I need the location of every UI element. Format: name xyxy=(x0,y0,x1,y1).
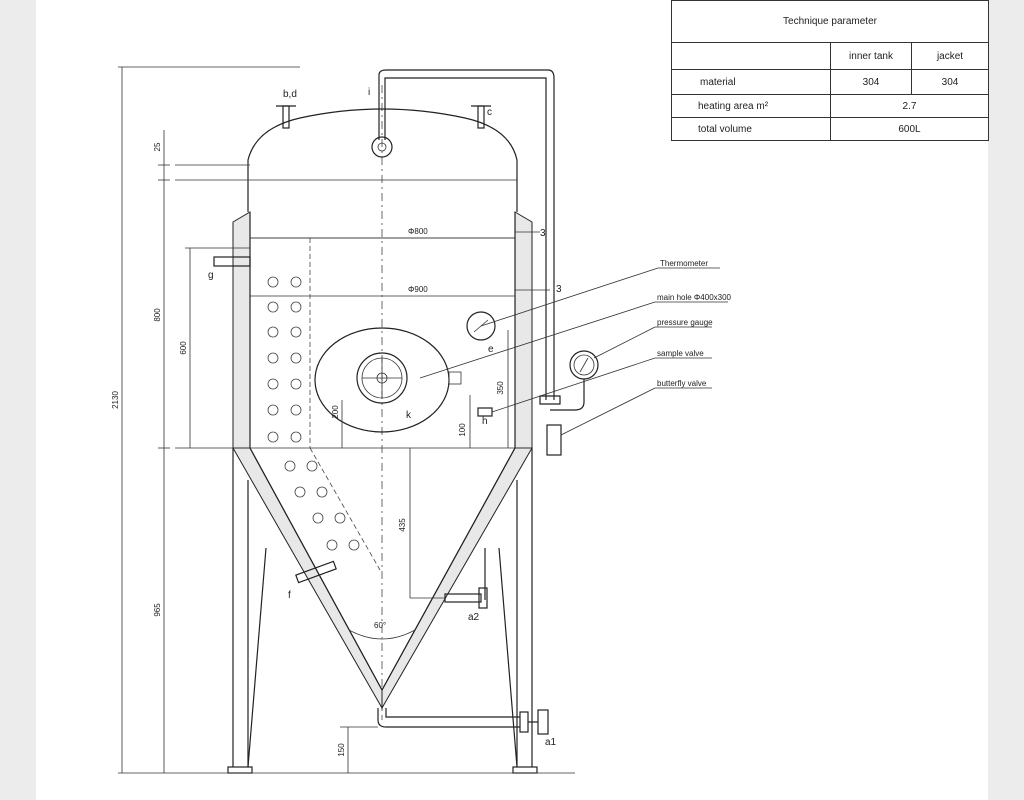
table-row-label: heating area m² xyxy=(671,94,831,118)
manhole-handwheel xyxy=(356,352,408,404)
support-legs xyxy=(227,448,538,774)
table-cell: 304 xyxy=(830,69,912,95)
top-nozzle-bd xyxy=(276,105,296,129)
dim-legs: 150 xyxy=(337,743,346,757)
table-cell: 600L xyxy=(830,117,989,141)
table-cell: 304 xyxy=(911,69,989,95)
dim-d800: Φ800 xyxy=(408,227,428,236)
bottom-outlet-pipe xyxy=(377,708,520,728)
label-g: g xyxy=(208,270,214,281)
callout-leaders xyxy=(419,231,728,436)
nozzle-a2 xyxy=(444,593,482,603)
dim-cone-435: 435 xyxy=(398,518,407,532)
outlet-valve-a1 xyxy=(537,709,549,735)
table-row-label: total volume xyxy=(671,117,831,141)
label-3-top: 3 xyxy=(540,228,546,239)
dim-jacket-inner: 600 xyxy=(179,341,188,355)
label-h: h xyxy=(482,416,488,427)
dim-cone: 965 xyxy=(153,603,162,617)
dim-angle: 60° xyxy=(374,621,386,630)
callout-sample-valve: sample valve xyxy=(657,349,704,358)
inner-shell xyxy=(249,212,516,692)
left-cone-insulation xyxy=(232,447,383,710)
cooling-dimples xyxy=(267,276,360,551)
label-c: c xyxy=(487,107,492,118)
left-insulation xyxy=(232,211,251,449)
callout-butterfly-valve: butterfly valve xyxy=(657,379,707,388)
dim-jacket-height: 800 xyxy=(153,308,162,322)
table-header-blank xyxy=(671,42,831,70)
dome-top xyxy=(247,108,518,180)
sample-valve-h xyxy=(477,407,493,417)
dim-manhole-h: 200 xyxy=(331,405,340,419)
callout-manhole: main hole Φ400x300 xyxy=(657,293,732,302)
dim-overall: 2130 xyxy=(111,391,120,409)
thermometer-fitting xyxy=(466,311,496,341)
table-title: Technique parameter xyxy=(671,0,989,43)
nozzle-g xyxy=(213,256,251,267)
nozzle-f xyxy=(295,560,337,584)
label-e: e xyxy=(488,344,494,355)
label-3-bottom: 3 xyxy=(556,284,562,295)
dimension-lines xyxy=(118,66,515,773)
table-header-inner: inner tank xyxy=(830,42,912,70)
cip-pipe xyxy=(378,69,555,400)
dim-side-350: 350 xyxy=(496,381,505,395)
callout-pressure-gauge: pressure gauge xyxy=(657,318,713,327)
label-a2: a2 xyxy=(468,612,480,623)
top-nozzle-c xyxy=(471,105,491,129)
label-i: i xyxy=(368,87,370,98)
label-bd: b,d xyxy=(283,89,297,100)
table-cell: 2.7 xyxy=(830,94,989,118)
label-k: k xyxy=(406,410,412,421)
label-f: f xyxy=(288,590,291,601)
callout-thermometer: Thermometer xyxy=(660,259,708,268)
technique-parameter-table: Technique parameter inner tank jacket ma… xyxy=(671,0,989,141)
cone-angle-arc xyxy=(348,629,416,640)
table-header-jacket: jacket xyxy=(911,42,989,70)
dim-d900: Φ900 xyxy=(408,285,428,294)
dim-top: 25 xyxy=(153,142,162,151)
table-row-label: material xyxy=(671,69,831,95)
butterfly-valve xyxy=(546,424,562,456)
dim-side-100: 100 xyxy=(458,423,467,437)
right-insulation xyxy=(514,211,533,449)
label-a1: a1 xyxy=(545,737,557,748)
